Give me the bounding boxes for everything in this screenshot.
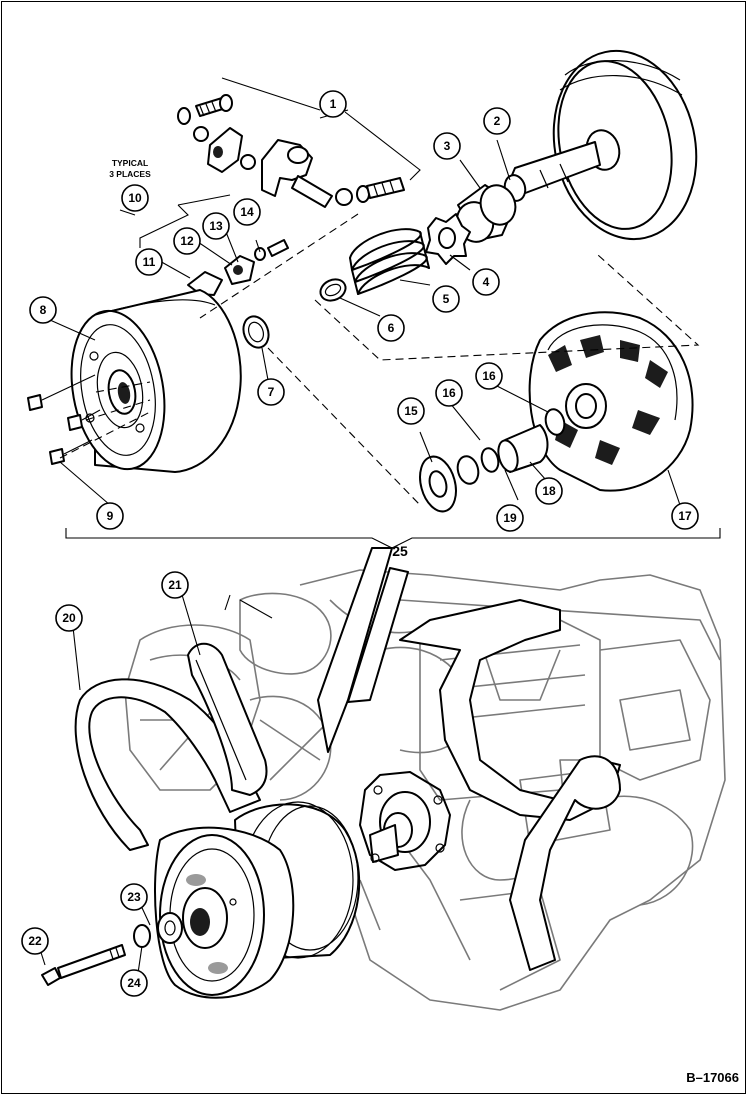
- callout-18: 18: [535, 477, 563, 505]
- clutch-bolt-hardware: [41, 912, 183, 986]
- group-bracket-25: [65, 528, 721, 753]
- svg-text:18: 18: [542, 484, 556, 498]
- svg-text:11: 11: [143, 255, 156, 269]
- callout-5: 5: [432, 285, 460, 313]
- callout-11: 11: [135, 248, 163, 276]
- svg-text:22: 22: [28, 934, 42, 948]
- svg-text:1: 1: [330, 97, 337, 111]
- stationary-sheave: [528, 311, 694, 492]
- spring: [349, 228, 430, 295]
- svg-text:9: 9: [107, 509, 114, 523]
- callout-4: 4: [472, 268, 500, 296]
- ramp-button-set: [187, 239, 289, 296]
- callout-23: 23: [120, 883, 148, 911]
- sleeve-rings: [419, 408, 566, 513]
- cover-screws: [27, 374, 101, 465]
- engine-mount-boss: [359, 771, 451, 871]
- svg-text:4: 4: [483, 275, 490, 289]
- svg-text:19: 19: [503, 511, 517, 525]
- callout-16a: 16: [435, 379, 463, 407]
- callout-9: 9: [96, 502, 124, 530]
- svg-text:17: 17: [678, 509, 692, 523]
- drive-belt-20: [74, 678, 261, 851]
- callout-7: 7: [257, 378, 285, 406]
- drive-belt-21: [187, 642, 268, 796]
- installed-clutch: [154, 801, 361, 999]
- driven-pulley-half: [503, 49, 698, 241]
- callout-15: 15: [397, 397, 425, 425]
- svg-text:16: 16: [442, 386, 456, 400]
- svg-text:8: 8: [40, 303, 47, 317]
- svg-text:16: 16: [482, 369, 496, 383]
- callout-8: 8: [29, 296, 57, 324]
- callout-12: 12: [173, 227, 201, 255]
- callout-16b: 16: [475, 362, 503, 390]
- retaining-ring: [242, 315, 270, 349]
- callout-17: 17: [671, 502, 699, 530]
- svg-text:3: 3: [444, 139, 451, 153]
- svg-text:12: 12: [180, 234, 194, 248]
- callout-19: 19: [496, 504, 524, 532]
- callout-21: 21: [161, 571, 189, 599]
- callout-1: 1: [319, 90, 347, 118]
- typical-note-line1: TYPICAL: [112, 158, 148, 168]
- weight-assembly: [177, 94, 405, 208]
- callout-6: 6: [377, 314, 405, 342]
- svg-text:24: 24: [127, 976, 141, 990]
- svg-text:10: 10: [128, 191, 142, 205]
- svg-text:13: 13: [209, 219, 223, 233]
- dashed-assembly-lines: [59, 213, 700, 506]
- svg-text:14: 14: [240, 205, 254, 219]
- callout-13: 13: [202, 212, 230, 240]
- callout-3: 3: [433, 132, 461, 160]
- svg-text:20: 20: [62, 611, 76, 625]
- svg-text:15: 15: [404, 404, 418, 418]
- callout-14: 14: [233, 198, 261, 226]
- callout-20: 20: [55, 604, 83, 632]
- callout-25: 25: [392, 543, 408, 559]
- svg-text:2: 2: [494, 114, 501, 128]
- callout-24: 24: [120, 969, 148, 997]
- callout-2: 2: [483, 107, 511, 135]
- drive-clutch-cover: [70, 289, 242, 473]
- svg-text:7: 7: [268, 385, 275, 399]
- figure-id: B–17066: [686, 1070, 739, 1085]
- callout-22: 22: [21, 927, 49, 955]
- typical-note-line2: 3 PLACES: [109, 169, 151, 179]
- svg-text:21: 21: [168, 578, 182, 592]
- svg-text:23: 23: [127, 890, 141, 904]
- svg-text:5: 5: [443, 292, 450, 306]
- star-nut: [425, 213, 471, 265]
- callout-10: 10: [121, 184, 149, 212]
- exhaust-pipe: [399, 599, 621, 971]
- svg-text:6: 6: [388, 321, 395, 335]
- snap-ring: [319, 278, 347, 302]
